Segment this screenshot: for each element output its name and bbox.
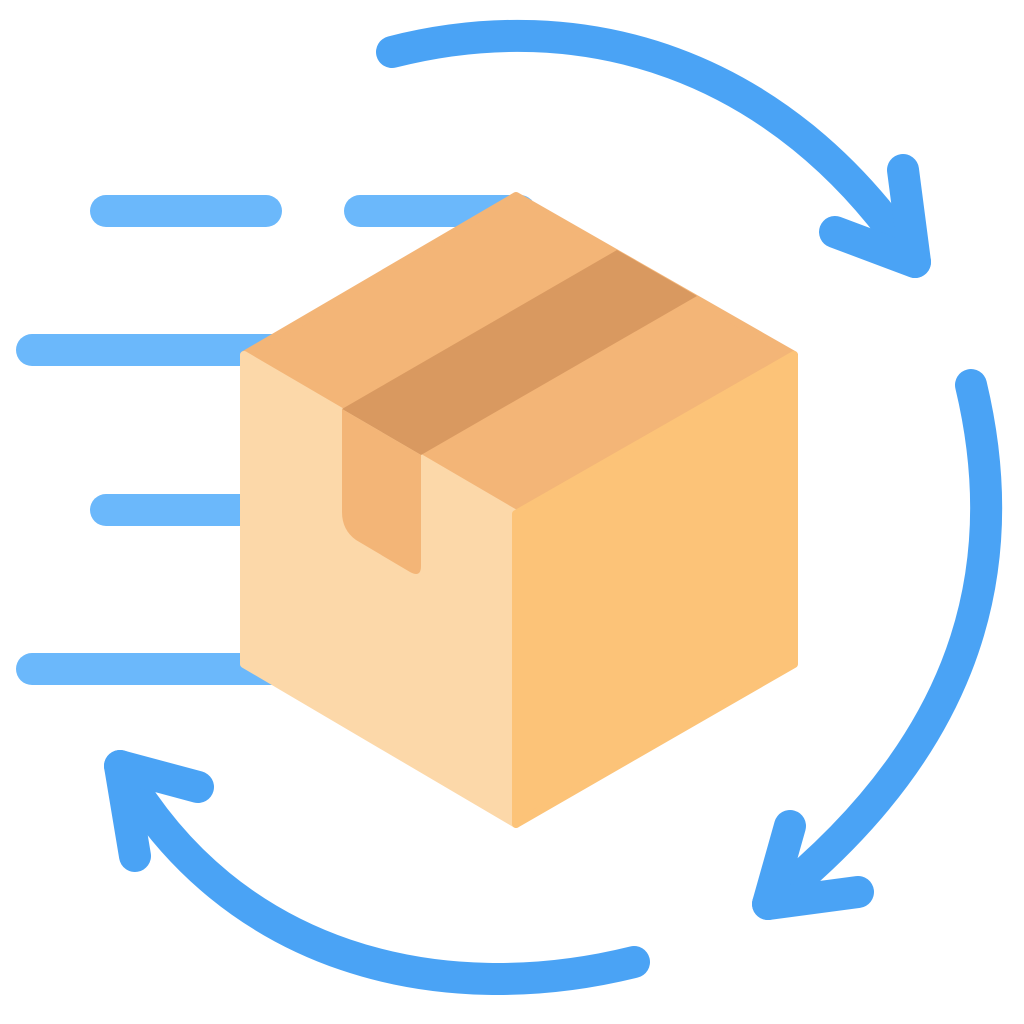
- arrowhead-top-right: [819, 154, 931, 278]
- box-right-face: [512, 351, 798, 828]
- box-tape: [342, 250, 697, 455]
- box-flap: [342, 409, 421, 574]
- arrowhead-right: [752, 810, 874, 920]
- box-icon: [240, 192, 798, 828]
- arrow-top-right: [376, 19, 931, 278]
- arrowhead-bottom-left: [104, 750, 214, 872]
- circular-arrows-icon: [104, 19, 1003, 996]
- arrow-right: [752, 369, 1003, 920]
- arrow-bottom-left: [104, 750, 650, 996]
